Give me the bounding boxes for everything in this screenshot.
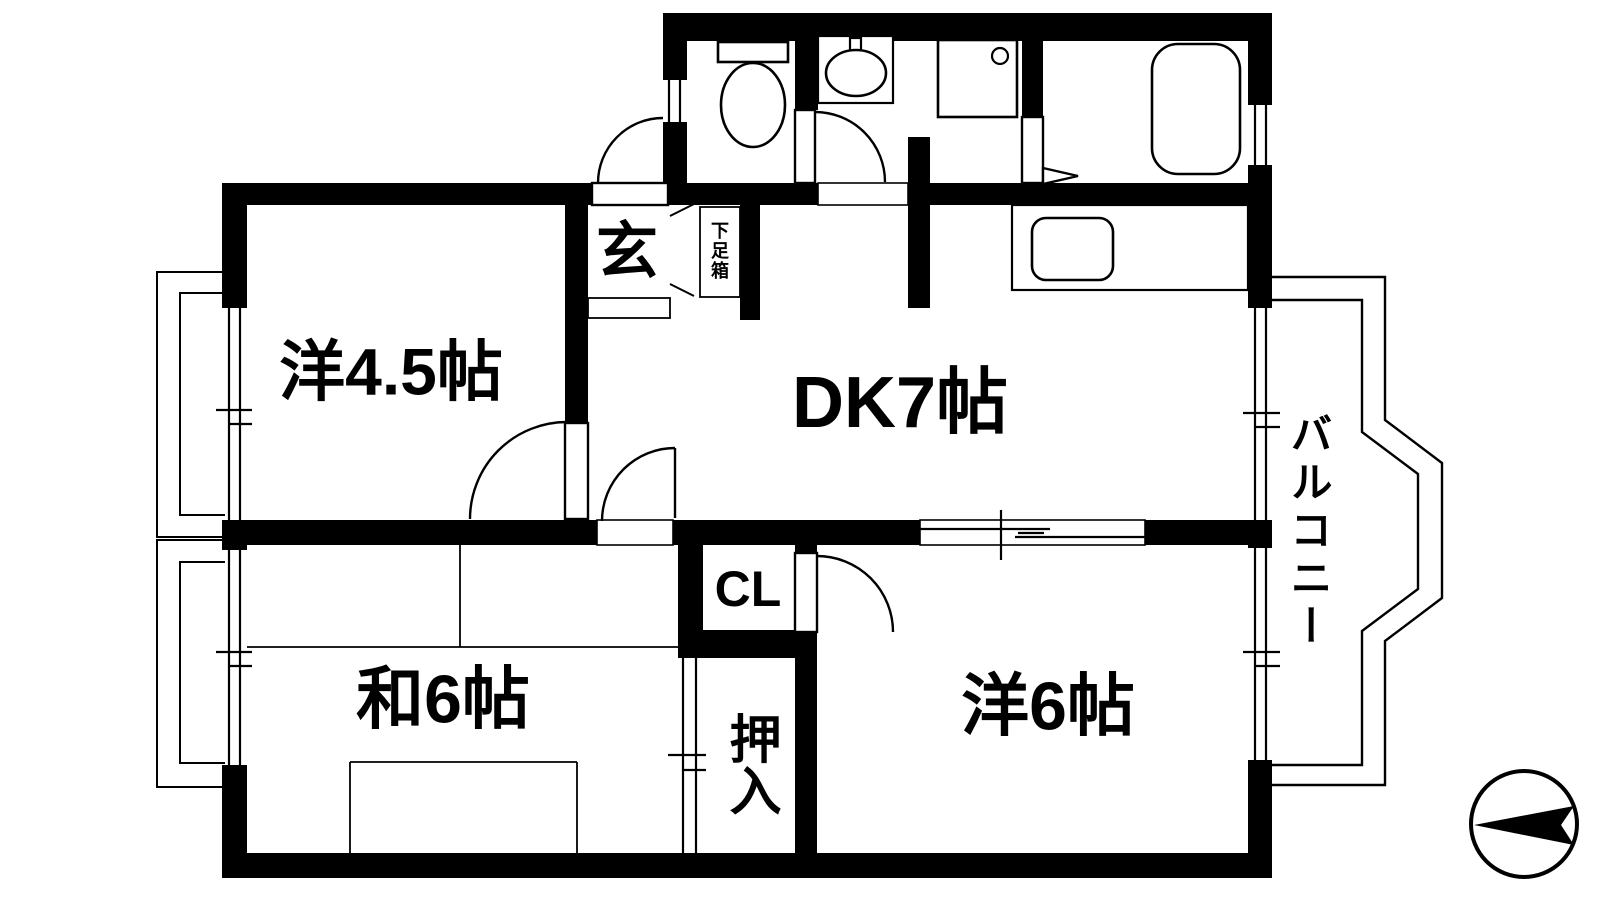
window-east-western6	[1243, 548, 1280, 760]
walls	[222, 13, 1272, 878]
shoebox-cabinet	[699, 206, 741, 298]
sliding-door-dk-western6	[919, 510, 1146, 560]
washroom-door-swing	[814, 110, 887, 183]
washroom-door-leaf	[793, 108, 817, 185]
closet-door-leaf	[793, 551, 819, 634]
japanese6-doorway	[596, 519, 674, 546]
label-balcony: バルコニー	[1285, 412, 1332, 652]
window-west-japanese6	[216, 550, 252, 765]
toilet-bowl	[719, 61, 787, 149]
north-arrow-icon	[1474, 806, 1574, 845]
tatami-lines	[247, 545, 678, 853]
doors	[468, 108, 1146, 853]
genkan-step	[587, 297, 671, 319]
label-western45-room: 洋4.5帖	[279, 334, 503, 409]
label-oshiire: 押入	[721, 712, 779, 816]
windows	[216, 80, 1280, 765]
washing-machine-pan	[936, 38, 1019, 119]
label-japanese6-room: 和6帖	[356, 661, 530, 738]
label-western6-room: 洋6帖	[961, 668, 1135, 745]
label-genkan: 玄	[595, 217, 659, 287]
compass	[1469, 769, 1579, 879]
entrance-doorway	[590, 181, 670, 207]
bath-door-leaf	[1020, 115, 1045, 185]
window-west-45	[216, 308, 252, 520]
genkan-door-marks	[669, 203, 695, 297]
western45-door-leaf	[563, 421, 590, 521]
entrance-door-swing	[596, 116, 664, 184]
window-east-dk	[1243, 308, 1280, 520]
washroom-opening	[817, 182, 909, 206]
bath-folding-door-mark	[1041, 166, 1079, 186]
bathtub	[1150, 42, 1242, 176]
window-bath	[1253, 105, 1268, 165]
balcony-outline	[1272, 275, 1444, 787]
bay-window-outlines	[156, 271, 225, 788]
western45-door-swing	[468, 420, 568, 520]
fixtures	[587, 34, 1250, 319]
window-toilet	[667, 80, 682, 122]
kitchen-sink	[1030, 216, 1115, 282]
toilet-tank	[716, 40, 790, 64]
label-closet: CL	[714, 560, 782, 617]
label-dk-room: DK7帖	[791, 363, 1009, 444]
closet-door-swing	[816, 554, 895, 633]
drain	[990, 46, 1010, 66]
oshiire-sliding-doors	[668, 658, 706, 853]
washbasin	[824, 48, 888, 98]
label-shoebox: 下足箱	[709, 221, 729, 281]
japanese6-door-swing	[600, 446, 676, 522]
